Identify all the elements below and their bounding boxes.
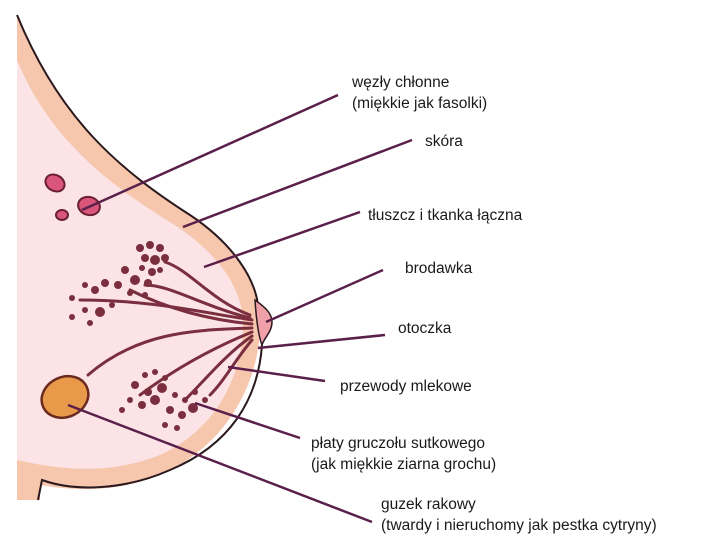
label-nipple: brodawka bbox=[405, 258, 472, 279]
leader-lines bbox=[67, 93, 413, 524]
leader-nipple bbox=[265, 268, 384, 324]
label-lobules: płaty gruczołu sutkowego (jak miękkie zi… bbox=[311, 433, 496, 475]
lobules bbox=[69, 241, 208, 431]
leader-skin bbox=[182, 138, 413, 229]
inner-tissue bbox=[17, 60, 244, 469]
label-milk-ducts: przewody mlekowe bbox=[340, 376, 472, 397]
label-lobules-line2: (jak miękkie ziarna grochu) bbox=[311, 456, 497, 473]
label-tumor: guzek rakowy (twardy i nieruchomy jak pe… bbox=[381, 494, 657, 536]
skin-outline bbox=[16, 14, 263, 501]
leader-fat bbox=[203, 210, 361, 269]
label-areola: otoczka bbox=[398, 318, 451, 339]
label-tumor-line1: guzek rakowy bbox=[381, 496, 476, 513]
nipple bbox=[254, 298, 273, 348]
label-fat-connective: tłuszcz i tkanka łączna bbox=[368, 205, 522, 226]
leader-lobules bbox=[194, 401, 301, 440]
label-nipple-line1: brodawka bbox=[405, 260, 473, 277]
label-lymph-nodes-line1: węzły chłonne bbox=[352, 74, 450, 91]
label-lymph-nodes: węzły chłonne (miękkie jak fasolki) bbox=[352, 72, 487, 114]
label-lobules-line1: płaty gruczołu sutkowego bbox=[311, 435, 486, 452]
label-lymph-nodes-line2: (miękkie jak fasolki) bbox=[352, 95, 488, 112]
leader-lymph-nodes bbox=[81, 93, 339, 212]
leader-tumor bbox=[67, 403, 373, 524]
label-fat-line1: tłuszcz i tkanka łączna bbox=[368, 207, 523, 224]
label-tumor-line2: (twardy i nieruchomy jak pestka cytryny) bbox=[381, 517, 657, 534]
label-skin: skóra bbox=[425, 131, 463, 152]
leader-ducts bbox=[227, 365, 326, 383]
label-ducts-line1: przewody mlekowe bbox=[340, 378, 472, 395]
label-skin-line1: skóra bbox=[425, 133, 463, 150]
lymph-nodes bbox=[44, 173, 101, 221]
leader-areola bbox=[257, 333, 386, 350]
label-areola-line1: otoczka bbox=[398, 320, 452, 337]
